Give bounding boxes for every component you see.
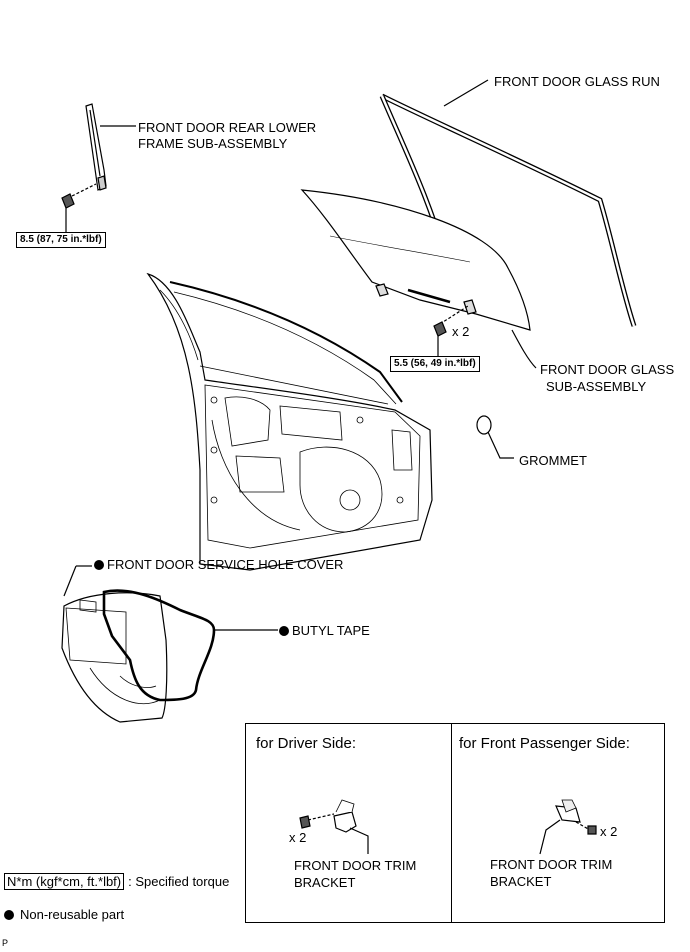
label-rear-lower-frame-line2: FRAME SUB-ASSEMBLY xyxy=(138,136,288,151)
driver-bracket-label-line1: FRONT DOOR TRIM xyxy=(294,858,417,873)
torque-rear-lower-frame: 8.5 (87, 75 in.*lbf) xyxy=(16,232,106,248)
legend-non-reusable-text: Non-reusable part xyxy=(20,907,125,922)
butyl-tape xyxy=(102,589,278,702)
torque-glass-bolts: 5.5 (56, 49 in.*lbf) xyxy=(390,356,480,372)
non-reusable-marker-icon xyxy=(4,910,14,920)
label-grommet: GROMMET xyxy=(519,453,587,468)
inset-passenger-title: for Front Passenger Side: xyxy=(459,735,630,752)
driver-bracket-label-line2: BRACKET xyxy=(294,875,356,890)
passenger-bracket-label-line1: FRONT DOOR TRIM xyxy=(490,857,613,872)
label-rear-lower-frame-line1: FRONT DOOR REAR LOWER xyxy=(138,120,317,135)
non-reusable-marker-icon xyxy=(279,626,289,636)
label-glass-sub-line1: FRONT DOOR GLASS xyxy=(540,362,675,377)
label-glass-sub-line2: SUB-ASSEMBLY xyxy=(546,379,647,394)
driver-bracket-bolts-quantity: x 2 xyxy=(289,830,307,845)
legend-torque-text: : Specified torque xyxy=(128,874,230,889)
glass-bolts-quantity: x 2 xyxy=(452,324,470,339)
passenger-bracket-bolts-quantity: x 2 xyxy=(600,824,618,839)
legend-specified-torque: N*m (kgf*cm, ft.*lbf): Specified torque xyxy=(4,873,230,890)
figure-code: P xyxy=(2,938,9,948)
label-service-hole-cover: FRONT DOOR SERVICE HOLE COVER xyxy=(94,556,343,573)
legend-torque-box: N*m (kgf*cm, ft.*lbf) xyxy=(4,873,125,890)
driver-trim-bracket xyxy=(299,799,369,854)
side-specific-inset xyxy=(245,723,665,923)
front-door-rear-lower-frame xyxy=(61,103,136,232)
label-front-door-glass-run: FRONT DOOR GLASS RUN xyxy=(494,74,660,89)
grommet xyxy=(476,415,514,459)
legend-non-reusable: Non-reusable part xyxy=(4,907,124,923)
inset-divider xyxy=(451,723,453,923)
inset-driver-title: for Driver Side: xyxy=(256,735,357,752)
front-door-panel xyxy=(146,272,433,571)
passenger-bracket-label-line2: BRACKET xyxy=(490,874,552,889)
non-reusable-marker-icon xyxy=(94,560,104,570)
label-butyl-tape-text: BUTYL TAPE xyxy=(292,623,370,638)
passenger-trim-bracket xyxy=(539,799,597,855)
label-butyl-tape: BUTYL TAPE xyxy=(279,622,370,639)
label-service-hole-cover-text: FRONT DOOR SERVICE HOLE COVER xyxy=(107,557,344,572)
front-door-glass-sub-assembly xyxy=(300,189,537,369)
